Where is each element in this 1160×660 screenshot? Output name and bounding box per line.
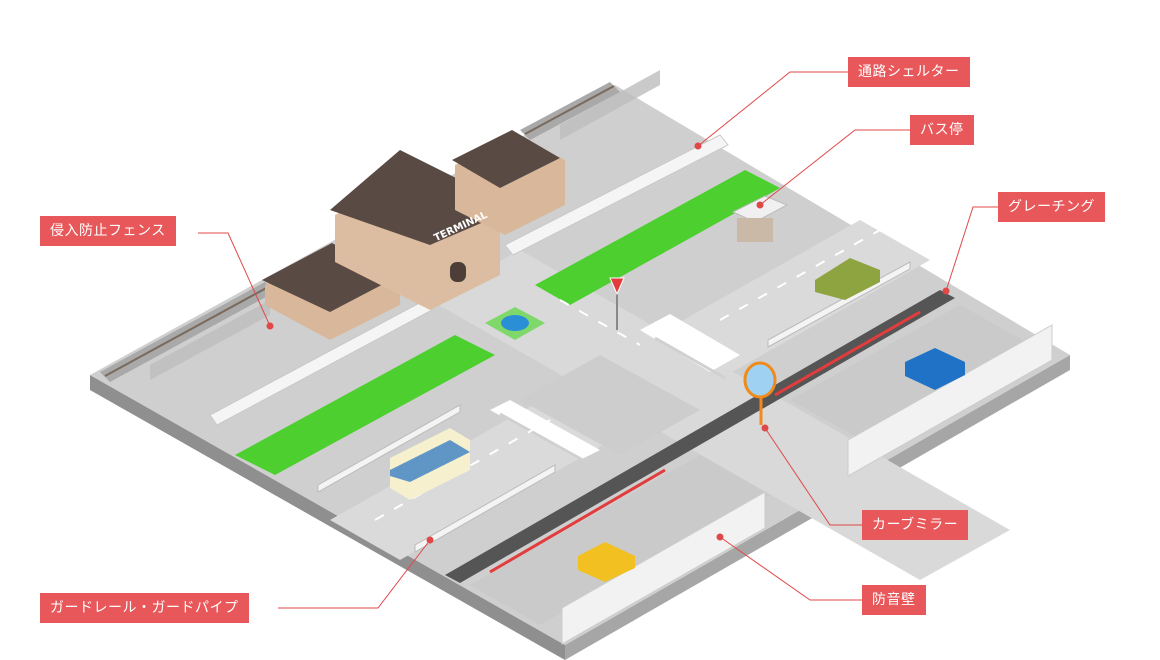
terminal-entrance bbox=[450, 262, 466, 282]
fence-left bbox=[150, 300, 270, 380]
callout-curve-mirror: カーブミラー bbox=[862, 510, 969, 540]
parking-lot-lower bbox=[470, 455, 770, 625]
walkway-shelter-right bbox=[504, 134, 729, 256]
callout-grating: グレーチング bbox=[998, 192, 1105, 222]
callout-guardrail: ガードレール・ガードパイプ bbox=[40, 593, 249, 623]
callout-fence: 侵入防止フェンス bbox=[40, 216, 176, 246]
guardrail-lower-left bbox=[317, 404, 461, 493]
crosswalk-lower bbox=[490, 400, 600, 460]
callout-shelter: 通路シェルター bbox=[848, 57, 970, 87]
walkway-shelter-left bbox=[209, 299, 433, 426]
lane-markings bbox=[374, 229, 881, 521]
pickup-truck bbox=[815, 258, 880, 300]
bus-stop-body bbox=[737, 218, 773, 242]
cross-road bbox=[430, 250, 1010, 580]
sound-barrier-upper bbox=[847, 324, 1053, 477]
terminal-main-roof bbox=[330, 150, 500, 245]
fountain-pool bbox=[501, 315, 529, 331]
blue-car bbox=[905, 348, 965, 390]
grass-strip-left bbox=[235, 335, 495, 475]
bus-side-stripe bbox=[390, 440, 470, 482]
curve-mirror bbox=[743, 361, 777, 399]
terminal-wing-right-roof bbox=[452, 130, 560, 188]
fence-right bbox=[560, 70, 660, 140]
rail-sleepers bbox=[104, 85, 615, 377]
yellow-car bbox=[578, 542, 635, 582]
crosswalk-upper bbox=[640, 314, 740, 372]
road-sign-plate bbox=[609, 277, 625, 296]
platform-side-left bbox=[90, 375, 565, 660]
crosswalk-stripes bbox=[499, 336, 726, 466]
intersection bbox=[520, 355, 700, 455]
callout-sound-barrier: 防音壁 bbox=[862, 585, 926, 615]
guardrail-lower bbox=[414, 464, 556, 553]
callout-bus-stop: バス停 bbox=[910, 115, 974, 145]
leader-endpoints bbox=[266, 142, 950, 544]
grass-strip-right bbox=[535, 170, 780, 305]
sound-barrier-lower bbox=[561, 491, 766, 645]
guard-pipes bbox=[489, 310, 921, 574]
leader-lines bbox=[198, 71, 998, 609]
